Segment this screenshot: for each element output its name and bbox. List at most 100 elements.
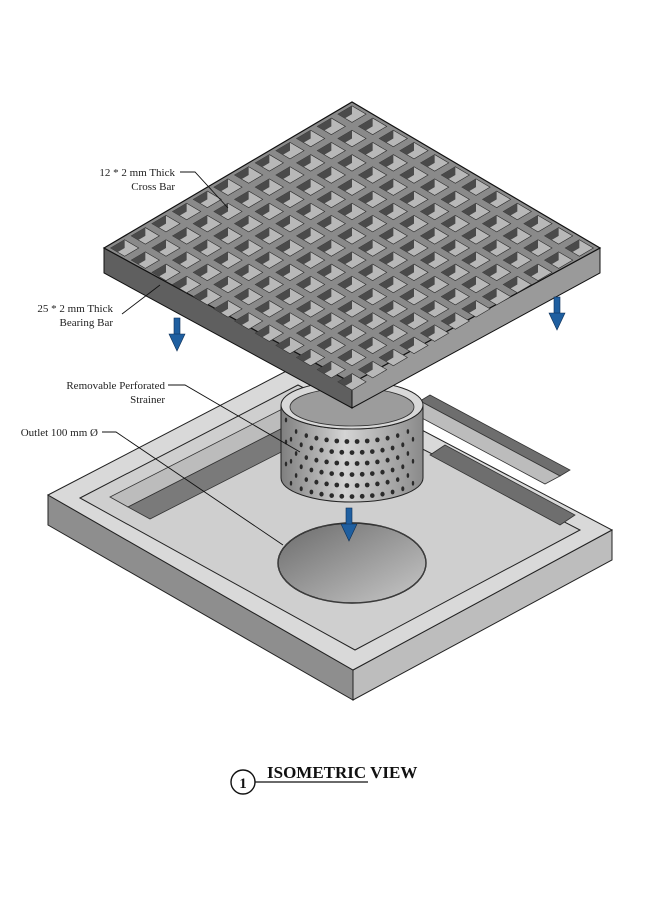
grate-cell-shadow (358, 337, 373, 350)
perforated-strainer (280, 380, 424, 503)
grate-cell-shadow (337, 276, 352, 289)
grate-cell-shadow (399, 337, 414, 350)
grate-cell-shadow (420, 276, 435, 289)
grate-cell-shadow (399, 215, 414, 228)
grate-cell-shadow (275, 239, 290, 253)
grate-cell-shadow (379, 227, 394, 240)
grate-cell-shadow (379, 178, 394, 192)
strainer-hole (364, 482, 370, 488)
grate-cell-shadow (565, 239, 580, 253)
grate-cell-shadow (461, 300, 476, 313)
grate-cell-shadow (482, 215, 497, 228)
strainer-hole (334, 438, 340, 444)
grate-cell-shadow (482, 288, 497, 301)
cross-bar-label-line2: Cross Bar (131, 181, 175, 193)
strainer-hole (411, 436, 415, 442)
strainer-hole (294, 451, 298, 456)
strainer-hole (329, 449, 334, 454)
strainer-hole (411, 480, 415, 486)
grate-cell-shadow (461, 227, 476, 240)
strainer-hole (309, 467, 314, 473)
grate-cell-shadow (193, 288, 208, 301)
cross-bar-label-line1: 12 * 2 mm Thick (99, 167, 175, 179)
strainer-label-line1: Removable Perforated (66, 380, 165, 392)
strainer-hole (354, 483, 360, 488)
grate-cell-shadow (234, 264, 249, 277)
strainer-hole (385, 435, 390, 441)
outlet-label: Outlet 100 mm Ø (21, 427, 98, 439)
grate-cell-shadow (544, 251, 559, 265)
caption-title: ISOMETRIC VIEW (267, 763, 417, 782)
grate-cell-shadow (317, 191, 332, 204)
grate-cell-shadow (358, 166, 373, 180)
strainer-hole (329, 471, 334, 476)
grate-cell-shadow (461, 251, 476, 265)
strainer-hole (395, 433, 400, 438)
grate-cell-shadow (337, 130, 352, 143)
grate-cell-shadow (213, 251, 228, 265)
strainer-hole (304, 433, 309, 438)
grate-cell-shadow (275, 312, 290, 326)
strainer-hole (390, 467, 395, 473)
grate-cell-shadow (275, 142, 290, 155)
frame-base (46, 364, 614, 701)
grate-cell-shadow (151, 215, 166, 228)
grate-cell-shadow (461, 276, 476, 289)
grate-cell-shadow (523, 264, 538, 277)
strainer-hole (370, 471, 375, 476)
grate-cell-shadow (420, 203, 435, 216)
grate-cell-shadow (337, 324, 352, 338)
strainer-hole (314, 479, 319, 485)
grate-cell-shadow (255, 227, 270, 240)
grate-cell-shadow (461, 203, 476, 216)
grate-cell-shadow (172, 227, 187, 240)
grate-cell-shadow (441, 264, 456, 277)
strainer-hole (339, 471, 345, 477)
grate-cell-shadow (131, 227, 146, 240)
grate-cell-shadow (420, 324, 435, 338)
grate-cell-shadow (399, 142, 414, 155)
grate-cell-shadow (151, 239, 166, 253)
leader-cross-bar (180, 171, 229, 209)
grate-cell-shadow (482, 191, 497, 204)
strainer-hole (385, 457, 390, 463)
grate-cell-shadow (358, 239, 373, 253)
grate-cell-shadow (296, 276, 311, 289)
grate-cells (110, 105, 594, 391)
grate-cell-shadow (358, 142, 373, 155)
strainer-hole (401, 442, 405, 448)
strainer-hole (380, 447, 385, 453)
strainer-hole (309, 445, 314, 451)
strainer-hole (375, 481, 380, 487)
grate-cell-shadow (296, 154, 311, 167)
strainer-hole (375, 459, 380, 465)
grate-cell-shadow (358, 118, 373, 131)
grate-cell-shadow (523, 239, 538, 253)
strainer-hole (294, 429, 298, 434)
grate-cell-shadow (337, 178, 352, 192)
grate-cell-shadow (213, 203, 228, 216)
strainer-hole (359, 471, 365, 477)
grate-cell-shadow (337, 203, 352, 216)
strainer-hole (289, 458, 293, 464)
grate-cell-shadow (193, 191, 208, 204)
grate-cell-shadow (317, 239, 332, 253)
grate-cell-shadow (317, 142, 332, 155)
grate-cell-shadow (317, 166, 332, 180)
grate-cell-shadow (317, 361, 332, 374)
strainer-hole (359, 493, 365, 499)
strainer-hole (395, 477, 400, 482)
caption-number: 1 (239, 776, 247, 792)
grate-cell-shadow (193, 215, 208, 228)
strainer-hole (329, 493, 334, 498)
strainer-hole (339, 449, 345, 455)
grate-cell-shadow (255, 276, 270, 289)
grate-cell-shadow (255, 203, 270, 216)
leader-strainer (168, 384, 301, 453)
grate-cell-shadow (461, 178, 476, 192)
grate-cell-shadow (420, 251, 435, 265)
grate-cell-shadow (172, 251, 187, 265)
grate-cell-shadow (255, 324, 270, 338)
grate-cell-shadow (213, 178, 228, 192)
